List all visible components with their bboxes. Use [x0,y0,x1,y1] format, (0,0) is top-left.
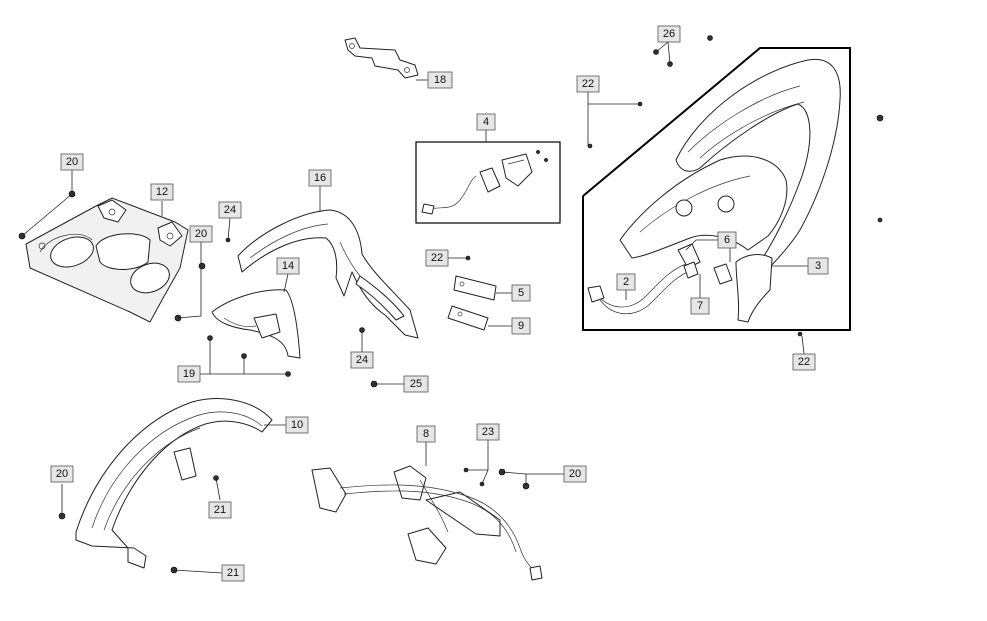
part-12-under-tray [25,197,189,323]
callout-23: 23 [476,423,500,441]
callout-label: 12 [156,186,168,198]
callout-20-fender: 20 [50,465,74,483]
callout-label: 9 [518,320,524,332]
part-14-inner-cover [211,289,301,359]
part-4-license-lamp-box [415,141,561,224]
callout-label: 14 [282,260,294,272]
callout-21-lower: 21 [221,564,245,582]
callout-label: 16 [314,172,326,184]
callout-label: 5 [518,287,524,299]
callout-4: 4 [476,113,496,131]
callout-label: 19 [183,368,195,380]
callout-label: 21 [227,567,239,579]
part-6-bulb [677,243,701,279]
part-10-rear-fender [75,398,273,569]
callout-label: 22 [582,78,594,90]
callout-2: 2 [616,273,636,291]
part-8-bracket-harness [311,465,543,581]
callout-label: 10 [291,419,303,431]
callout-3: 3 [807,257,829,275]
callout-label: 22 [431,252,443,264]
callout-16: 16 [308,169,332,187]
callout-label: 3 [815,260,821,272]
callout-label: 20 [66,156,78,168]
callout-18: 18 [427,71,453,89]
part-7-bulb [713,263,733,285]
callout-6: 6 [717,231,737,249]
callout-22-plate: 22 [425,249,449,267]
callout-9: 9 [511,317,531,335]
callout-22-top: 22 [576,75,600,93]
callout-label: 20 [195,228,207,240]
callout-20-left: 20 [60,153,84,171]
callout-20-right: 20 [563,465,587,483]
part-5-plate [453,275,497,301]
part-2-wiring-harness [587,263,693,315]
callout-14: 14 [276,257,300,275]
callout-19: 19 [177,365,201,383]
callout-10: 10 [285,416,309,434]
callout-label: 25 [410,378,422,390]
callout-label: 26 [663,28,675,40]
callout-26: 26 [657,25,681,43]
part-16-rear-cover [237,209,419,339]
part-3-tail-light-housing [619,58,841,323]
callout-label: 23 [482,426,494,438]
tail-light-frame [582,47,851,331]
callout-label: 22 [798,356,810,368]
callout-25: 25 [403,375,429,393]
callout-7: 7 [690,297,710,315]
part-18-bracket [344,37,419,79]
callout-label: 4 [483,116,489,128]
callout-label: 20 [56,468,68,480]
callout-24-top: 24 [218,201,242,219]
part-9-plate [447,305,489,331]
callout-5: 5 [511,284,531,302]
callout-label: 7 [697,300,703,312]
callout-label: 21 [214,504,226,516]
callout-20-mid: 20 [189,225,213,243]
callout-22-bottom: 22 [792,353,816,371]
callout-label: 20 [569,468,581,480]
callout-label: 18 [434,74,446,86]
callout-12: 12 [150,183,174,201]
callout-label: 2 [623,276,629,288]
callout-21-upper: 21 [208,501,232,519]
callout-8: 8 [416,425,436,443]
callout-label: 24 [356,354,368,366]
callout-label: 6 [724,234,730,246]
fastener-screws [18,35,884,574]
callout-24-bottom: 24 [350,351,374,369]
callout-label: 24 [224,204,236,216]
callout-label: 8 [423,428,429,440]
